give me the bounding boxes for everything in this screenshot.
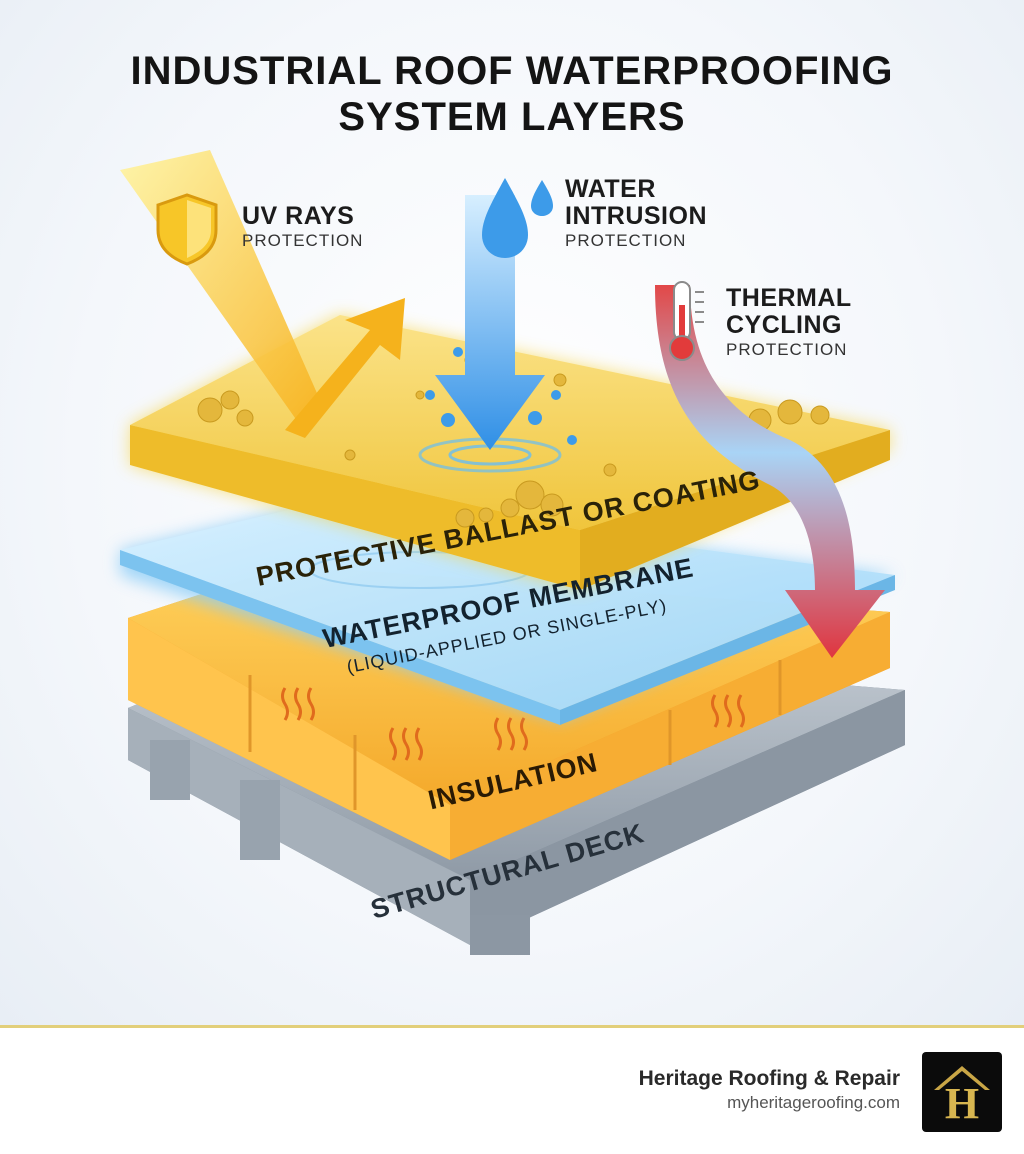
title-line-1: INDUSTRIAL ROOF WATERPROOFING	[130, 49, 894, 93]
page-title: INDUSTRIAL ROOF WATERPROOFING SYSTEM LAY…	[0, 48, 1024, 140]
company-name: Heritage Roofing & Repair	[638, 1067, 900, 1090]
logo-letter: H	[945, 1079, 979, 1128]
thermometer-icon	[669, 281, 704, 361]
house-logo-icon: H	[934, 1066, 990, 1128]
water-drop-icon	[482, 178, 553, 258]
company-logo: H	[922, 1052, 1002, 1132]
uv-rays-label: UV RAYS PROTECTION	[242, 202, 364, 251]
water-intrusion-label: WATER INTRUSION PROTECTION	[565, 175, 707, 251]
company-url[interactable]: myheritageroofing.com	[727, 1093, 900, 1112]
footer: Heritage Roofing & Repair myheritageroof…	[0, 1028, 1024, 1154]
footer-divider	[0, 1025, 1024, 1028]
thermal-cycling-label: THERMAL CYCLING PROTECTION	[726, 284, 852, 360]
thermal-cycling-arrow	[655, 285, 885, 658]
water-intrusion-arrow	[418, 195, 577, 473]
shield-icon	[156, 193, 218, 266]
company-info: Heritage Roofing & Repair myheritageroof…	[639, 1066, 900, 1114]
diagram-canvas: INDUSTRIAL ROOF WATERPROOFING SYSTEM LAY…	[0, 0, 1024, 1025]
title-line-2: SYSTEM LAYERS	[338, 95, 686, 139]
layer-diagram: PROTECTIVE BALLAST OR COATING WATERPROOF…	[120, 150, 905, 955]
